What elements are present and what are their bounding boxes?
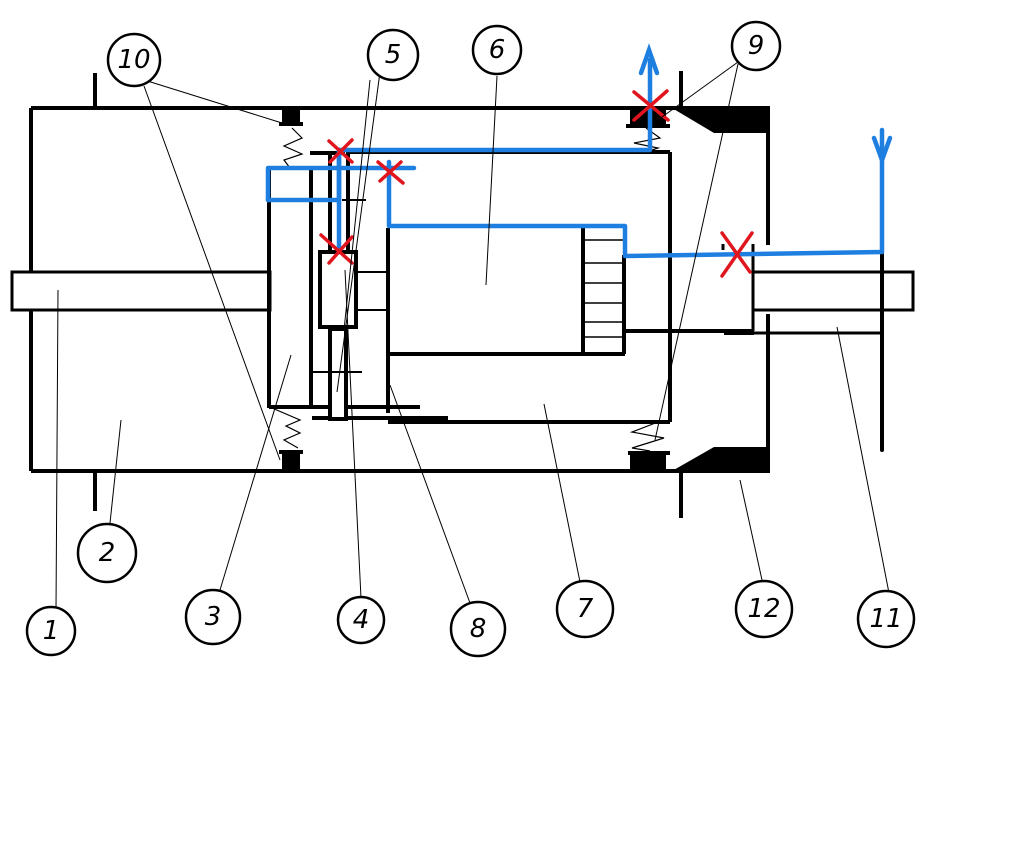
callouts: 1 2 3 4 5 6 7 8 9 10 11 12 <box>25 20 916 658</box>
commutator-bars <box>585 239 623 338</box>
break-marker-icon <box>376 160 405 185</box>
callout-label: 4 <box>353 605 370 635</box>
bearing-bottom-right <box>630 454 666 470</box>
spring-bottom-left <box>271 407 302 449</box>
callout-10: 10 <box>106 32 162 88</box>
callout-label: 7 <box>577 594 594 624</box>
leader-12 <box>739 479 763 581</box>
callout-8: 8 <box>449 600 507 658</box>
end-cap-top-wedge <box>672 108 770 133</box>
callout-5: 5 <box>366 28 420 82</box>
rotor <box>350 150 754 424</box>
left-disc <box>267 168 448 420</box>
break-markers <box>319 89 754 278</box>
leader-11 <box>836 326 890 594</box>
current-path-up-lead <box>336 57 653 153</box>
bearing-bottom-left-flange <box>279 450 303 454</box>
leader-6 <box>485 75 498 286</box>
callout-3: 3 <box>184 588 242 646</box>
leader-3 <box>219 354 292 591</box>
leader-9a <box>661 61 739 118</box>
break-marker-icon <box>632 89 670 122</box>
callout-6: 6 <box>471 24 523 76</box>
end-cap-bottom-wedge <box>672 447 770 471</box>
leader-8 <box>389 384 471 604</box>
bearing-top-left <box>282 110 300 124</box>
bearing-bottom-left <box>282 452 300 469</box>
leader-9b <box>654 63 739 441</box>
callout-label: 11 <box>869 604 902 634</box>
leader-2 <box>109 419 122 524</box>
right-shaft <box>751 270 915 312</box>
spring-bottom-right <box>629 421 665 452</box>
callout-label: 5 <box>385 40 402 70</box>
down-arrow-icon <box>871 135 893 167</box>
pin <box>310 151 358 421</box>
leader-1 <box>55 289 59 611</box>
spring-top-left <box>282 127 304 169</box>
pin-head <box>318 250 358 329</box>
callout-label: 3 <box>205 602 222 632</box>
callout-label: 9 <box>748 31 765 61</box>
callout-label: 1 <box>43 616 60 646</box>
bearing-bottom-right-flange <box>628 451 670 455</box>
callout-label: 10 <box>117 45 150 75</box>
break-marker-icon <box>319 233 354 265</box>
current-path-left-loop-top <box>265 165 417 203</box>
leader-5a <box>336 71 381 393</box>
callout-9: 9 <box>730 20 782 72</box>
end-cap <box>672 108 770 471</box>
callout-12: 12 <box>734 579 794 639</box>
current-path-output-lead <box>386 127 885 259</box>
callout-label: 8 <box>470 614 487 644</box>
leader-10b <box>143 85 281 461</box>
left-shaft <box>10 270 272 312</box>
break-marker-icon <box>720 231 754 278</box>
callout-label: 12 <box>747 594 780 624</box>
callout-label: 2 <box>99 538 116 568</box>
current-path <box>265 57 885 259</box>
callout-label: 6 <box>489 35 506 65</box>
callout-11: 11 <box>856 589 916 649</box>
break-marker-icon <box>327 138 354 164</box>
callout-7: 7 <box>555 579 615 639</box>
callout-1: 1 <box>25 605 77 657</box>
up-arrow-icon <box>638 43 660 76</box>
callout-2: 2 <box>76 522 138 584</box>
callout-4: 4 <box>336 595 386 645</box>
leader-4 <box>344 269 362 599</box>
spring-top-right <box>633 127 662 153</box>
leader-10a <box>140 78 283 124</box>
leader-lines <box>55 61 890 611</box>
arrows <box>638 43 893 167</box>
leader-5b <box>343 79 371 331</box>
bearing-top-left-flange <box>279 122 303 126</box>
leader-7 <box>543 403 581 583</box>
springs <box>271 127 665 452</box>
